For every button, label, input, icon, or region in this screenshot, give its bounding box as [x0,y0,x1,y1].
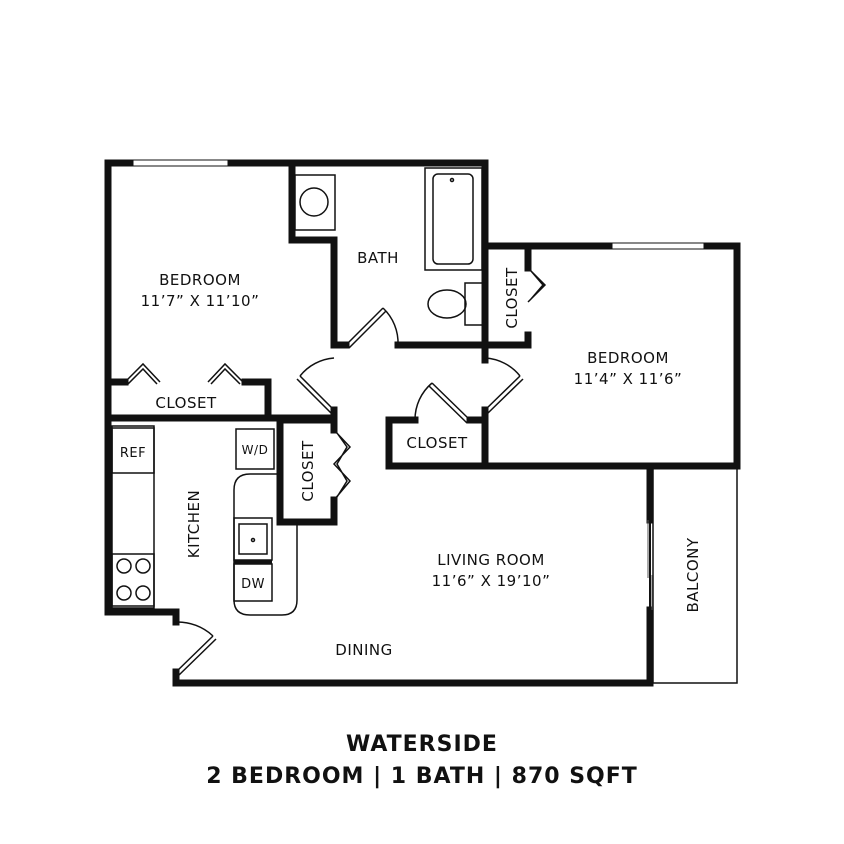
dw-label: DW [241,577,265,592]
dining-label: DINING [335,641,392,659]
bedroom1-label: BEDROOM [159,271,241,289]
bedroom2-dims: 11’4” X 11’6” [574,370,683,388]
closet2-label: CLOSET [503,267,521,329]
balcony-outline [652,467,738,684]
kitchen-fixtures [111,425,298,616]
walls [104,159,741,687]
closet1-label: CLOSET [155,394,217,412]
closet4-label: CLOSET [299,440,317,502]
bedroom1-dims: 11’7” X 11’10” [141,292,260,310]
balcony-label: BALCONY [684,537,702,612]
bath-fixtures [294,167,484,326]
wd-label: W/D [242,443,269,457]
bedroom2-label: BEDROOM [587,349,669,367]
living-label: LIVING ROOM [437,551,545,569]
closet3-label: CLOSET [406,434,468,452]
window-bedroom2 [611,242,705,250]
doors [124,267,547,676]
window-bedroom1 [132,159,229,167]
ref-label: REF [120,446,146,461]
kitchen-label: KITCHEN [185,490,203,559]
plan-name: WATERSIDE [346,732,498,757]
plan-summary: 2 BEDROOM | 1 BATH | 870 SQFT [206,764,638,789]
living-dims: 11’6” X 19’10” [432,572,551,590]
bath-label: BATH [357,249,399,267]
